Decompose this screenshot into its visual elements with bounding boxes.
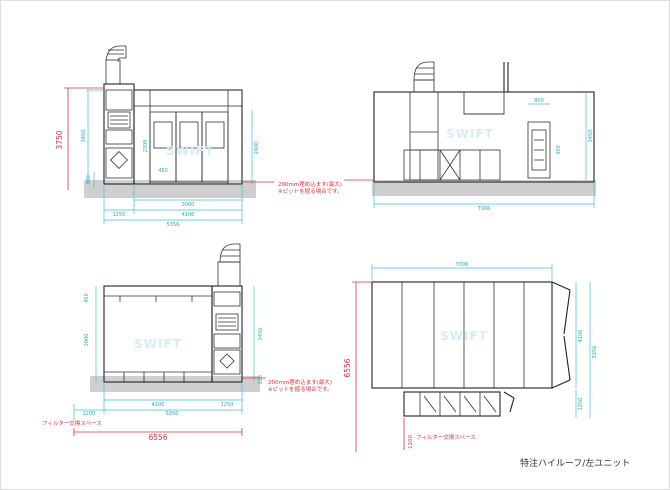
plan-filter-unit xyxy=(403,391,501,417)
side-base-frame xyxy=(403,149,501,181)
front-dim-opening: 3000 xyxy=(182,202,195,208)
plan-dim-length: 7006 xyxy=(456,262,469,268)
rear-dim-total: 5356 xyxy=(166,411,179,417)
plan-view: SWIFT 6556 7006 4106 5356 1250 1200 フィルタ… xyxy=(343,262,598,452)
front-view: SWIFT 3750 3450 300 2600 2300 450 3000 1… xyxy=(55,45,343,228)
front-dim-door-height: 2600 xyxy=(254,142,260,155)
plan-dim-unit: 1250 xyxy=(578,398,584,411)
side-dim-door-w: 800 xyxy=(534,98,544,104)
plan-dim-width: 4106 xyxy=(578,330,584,343)
front-dim-booth: 4106 xyxy=(182,212,195,218)
rear-unit-tower xyxy=(211,285,243,383)
front-note-line1: 200mm埋め込ます(最大) xyxy=(278,180,342,188)
side-watermark: SWIFT xyxy=(446,127,494,141)
side-dim-height: 3450 xyxy=(588,130,594,143)
side-ground xyxy=(372,180,596,196)
side-view: SWIFT 800 300 3450 7006 xyxy=(344,61,596,212)
front-dim-unit: 1250 xyxy=(113,212,126,218)
front-exhaust-elbow xyxy=(105,45,127,63)
rear-filter-label: フィルター交換スペース xyxy=(42,419,102,427)
rear-watermark: SWIFT xyxy=(134,337,182,351)
plan-booth-outline xyxy=(371,281,553,389)
rear-view: SWIFT 450 3000 3450 300 200mm埋め込ます(最大) ※… xyxy=(42,243,333,442)
front-watermark: SWIFT xyxy=(166,144,214,158)
rear-dim-filter-top: 450 xyxy=(84,293,90,303)
rear-blower xyxy=(215,313,239,331)
rear-dim-filter-space: 1200 xyxy=(83,411,96,417)
front-dim-door-width: 450 xyxy=(158,168,168,174)
rear-dim-pit: 300 xyxy=(258,375,264,385)
rear-dim-height: 3450 xyxy=(258,328,264,341)
side-exhaust-elbow xyxy=(413,61,435,81)
front-dim-total-width: 5356 xyxy=(167,222,180,228)
side-dim-length: 7006 xyxy=(478,206,491,212)
rear-dim-booth: 4106 xyxy=(152,402,165,408)
front-filter-mark xyxy=(109,150,129,170)
front-dim-inner-door: 2300 xyxy=(143,140,149,153)
drawing-caption: 特注ハイルーフ/左ユニット xyxy=(520,457,630,469)
rear-ground xyxy=(90,376,260,392)
rear-dim-overall: 6556 xyxy=(148,433,167,442)
rear-exhaust-elbow xyxy=(219,243,241,263)
front-note-line2: ※ピットを掘る場合です。 xyxy=(278,187,343,195)
rear-filter-mark xyxy=(219,353,235,369)
front-dim-pit: 300 xyxy=(86,175,92,185)
rear-dim-unit-right: 1250 xyxy=(221,402,234,408)
rear-note-line1: 200mm埋め込ます(最大) xyxy=(268,378,332,386)
side-dim-door-h: 300 xyxy=(556,145,562,155)
rear-dim-inner: 3000 xyxy=(84,334,90,347)
rear-note-line2: ※ピットを掘る場合です。 xyxy=(268,385,333,393)
plan-filter-label: フィルター交換スペース xyxy=(416,433,476,441)
plan-dim-overall: 6556 xyxy=(343,358,352,377)
plan-dim-total: 5356 xyxy=(592,346,598,359)
front-blower xyxy=(107,111,131,129)
front-dim-total-height: 3750 xyxy=(55,130,64,149)
front-ground xyxy=(84,180,256,198)
plan-dim-filter: 1200 xyxy=(408,435,414,449)
plan-watermark: SWIFT xyxy=(440,329,488,343)
side-access-door xyxy=(527,121,551,179)
front-dim-body-height: 3450 xyxy=(81,130,87,143)
